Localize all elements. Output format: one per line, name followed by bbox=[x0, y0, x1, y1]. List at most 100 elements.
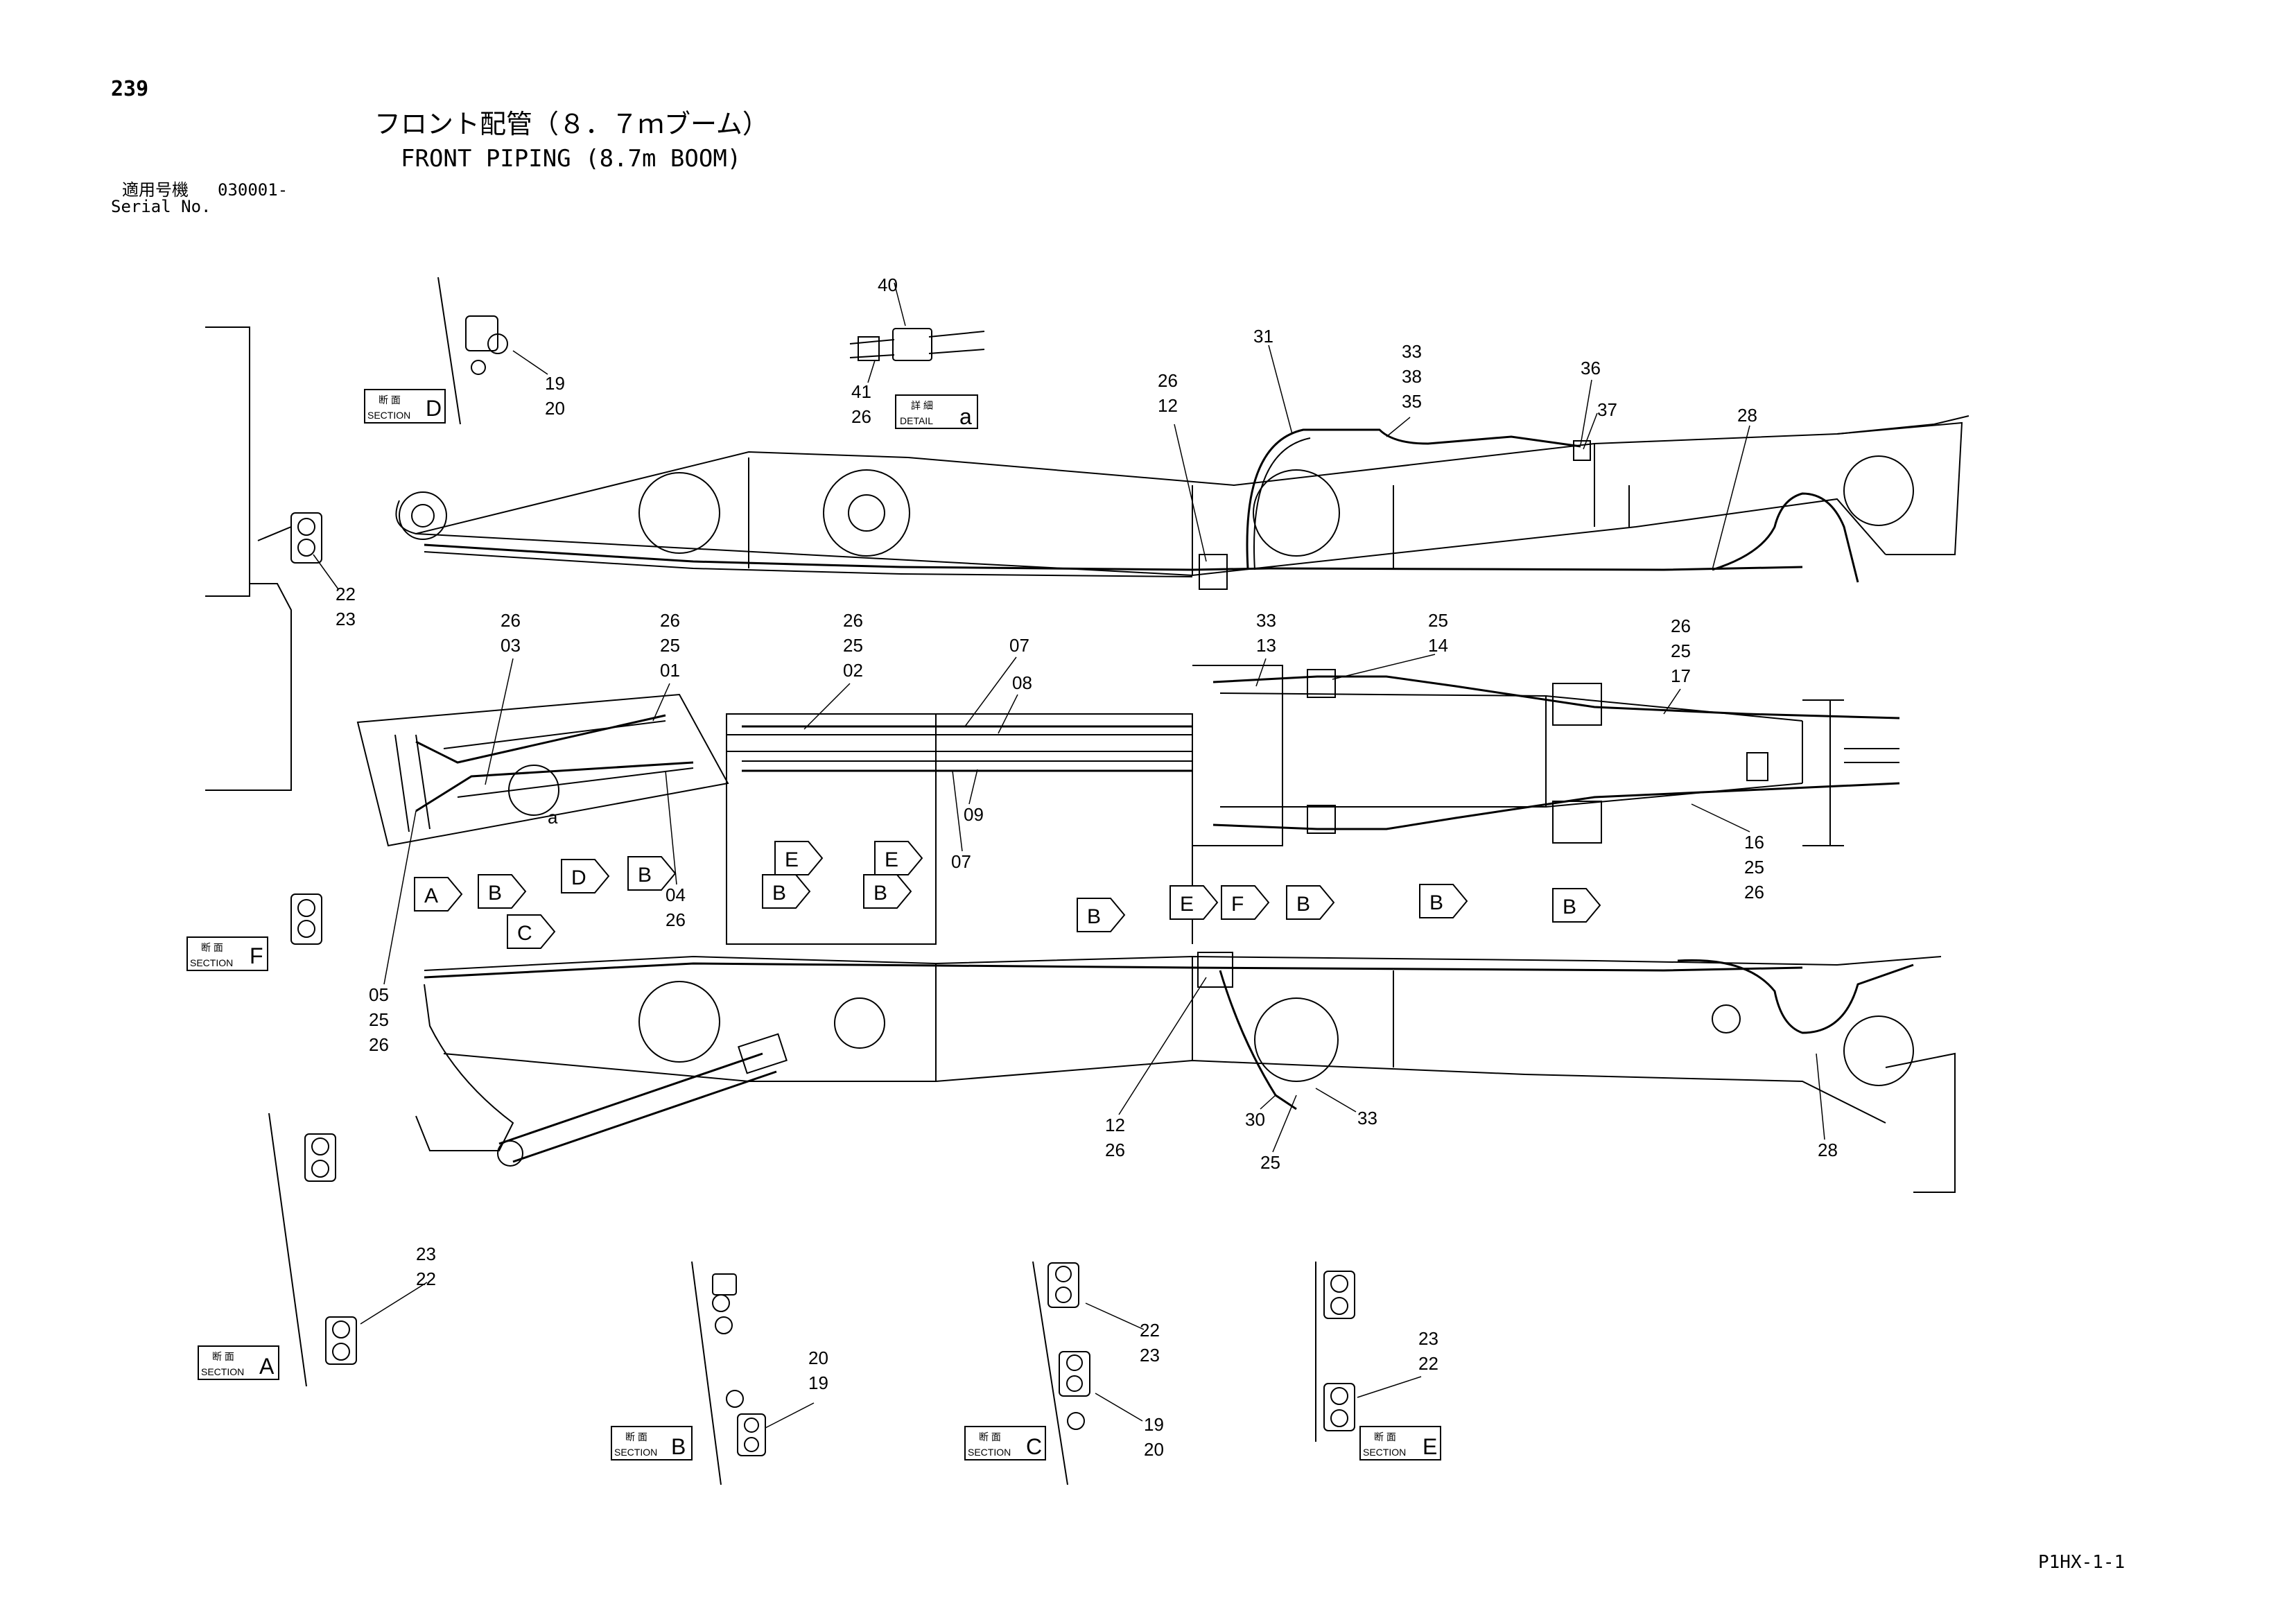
svg-text:断 面: 断 面 bbox=[1374, 1431, 1396, 1442]
svg-text:断 面: 断 面 bbox=[979, 1431, 1001, 1442]
svg-text:E: E bbox=[785, 848, 799, 871]
callout-33-mid: 33 bbox=[1256, 610, 1276, 631]
callout-22-sec-c: 22 bbox=[1140, 1320, 1160, 1341]
svg-text:D: D bbox=[426, 396, 442, 421]
svg-text:B: B bbox=[638, 864, 652, 887]
callout-23-sec-a: 23 bbox=[416, 1244, 436, 1264]
section-tag-b: 断 面 SECTION B bbox=[611, 1426, 693, 1460]
callout-20-sec-b: 20 bbox=[808, 1348, 828, 1368]
callout-40: 40 bbox=[878, 274, 898, 295]
svg-text:A: A bbox=[259, 1354, 275, 1379]
section-c-detail: 22 23 19 20 bbox=[1032, 1261, 1164, 1485]
view-arrow-b4: B bbox=[863, 874, 912, 909]
callout-17: 17 bbox=[1671, 665, 1691, 686]
callout-23-sec-c: 23 bbox=[1140, 1345, 1160, 1366]
serial-label-jp: 適用号機 bbox=[122, 180, 189, 200]
callout-12-top: 12 bbox=[1158, 395, 1178, 416]
boom-plan-view: 26 03 26 25 01 26 25 02 07 08 33 13 25 1… bbox=[356, 610, 1900, 945]
section-tag-c: 断 面 SECTION C bbox=[964, 1426, 1046, 1460]
svg-text:SECTION: SECTION bbox=[614, 1447, 657, 1458]
section-tag-e: 断 面 SECTION E bbox=[1359, 1426, 1441, 1460]
callout-08: 08 bbox=[1012, 672, 1032, 693]
detail-tag-a: 詳 細 DETAIL a bbox=[895, 394, 978, 429]
callout-26-bot: 26 bbox=[369, 1034, 389, 1055]
callout-26-mid-a: 26 bbox=[501, 610, 521, 631]
view-arrow-e3: E bbox=[1169, 885, 1219, 920]
svg-text:B: B bbox=[873, 882, 887, 905]
callout-37: 37 bbox=[1597, 399, 1617, 420]
detail-a-fitting: 40 41 26 bbox=[849, 274, 985, 427]
boom-bottom-view: 05 25 26 12 26 30 25 33 28 bbox=[369, 810, 1956, 1193]
title-japanese: フロント配管（８．７ｍブーム） bbox=[374, 109, 769, 139]
callout-22-sec-a: 22 bbox=[416, 1268, 436, 1289]
svg-text:B: B bbox=[1563, 896, 1576, 918]
svg-text:B: B bbox=[772, 882, 786, 905]
svg-text:SECTION: SECTION bbox=[201, 1366, 244, 1377]
section-e-detail: 23 22 bbox=[1315, 1262, 1438, 1442]
callout-31: 31 bbox=[1253, 326, 1273, 347]
svg-text:DETAIL: DETAIL bbox=[900, 415, 933, 426]
section-b-detail: 20 19 bbox=[691, 1261, 828, 1485]
svg-text:SECTION: SECTION bbox=[968, 1447, 1011, 1458]
svg-text:E: E bbox=[1180, 893, 1194, 916]
svg-text:a: a bbox=[959, 404, 972, 429]
callout-41: 41 bbox=[851, 381, 871, 402]
svg-text:断 面: 断 面 bbox=[201, 942, 223, 953]
svg-text:断 面: 断 面 bbox=[625, 1431, 647, 1442]
svg-text:B: B bbox=[671, 1434, 686, 1459]
callout-23: 23 bbox=[336, 609, 356, 629]
callout-13: 13 bbox=[1256, 635, 1276, 656]
svg-text:詳 細: 詳 細 bbox=[911, 400, 933, 411]
svg-text:SECTION: SECTION bbox=[1363, 1447, 1406, 1458]
page-number: 239 bbox=[111, 77, 148, 101]
title-english: FRONT PIPING (8.7m BOOM) bbox=[401, 145, 741, 173]
callout-04: 04 bbox=[666, 884, 686, 905]
svg-text:A: A bbox=[424, 884, 438, 907]
view-arrow-a: A bbox=[414, 877, 463, 912]
view-arrow-b5: B bbox=[1077, 898, 1126, 932]
callout-38: 38 bbox=[1402, 366, 1422, 387]
serial-label-en: Serial No. bbox=[111, 197, 211, 216]
callout-16: 16 bbox=[1744, 832, 1764, 853]
section-f-detail: 22 23 bbox=[205, 326, 356, 945]
boom-top-view: 31 26 12 33 38 35 36 37 28 bbox=[395, 326, 1969, 590]
callout-36: 36 bbox=[1581, 358, 1601, 378]
view-arrows: A B D B C E B E B B E F B B B bbox=[414, 841, 1601, 949]
callout-07-a: 07 bbox=[1009, 635, 1029, 656]
callout-25-bot: 25 bbox=[369, 1009, 389, 1030]
callout-07-b: 07 bbox=[951, 851, 971, 872]
callout-26-mid-e: 26 bbox=[1671, 616, 1691, 636]
callout-22-sec-e: 22 bbox=[1418, 1353, 1438, 1374]
callout-19-sec-b: 19 bbox=[808, 1372, 828, 1393]
view-arrow-e2: E bbox=[874, 841, 923, 875]
svg-text:B: B bbox=[1429, 891, 1443, 914]
callout-25-mid-e: 25 bbox=[1671, 640, 1691, 661]
svg-text:SECTION: SECTION bbox=[367, 410, 410, 421]
view-arrow-c: C bbox=[507, 914, 556, 949]
callout-19: 19 bbox=[545, 373, 565, 394]
callout-12-bot: 12 bbox=[1105, 1115, 1125, 1135]
callout-26-bot-b: 26 bbox=[1105, 1140, 1125, 1160]
view-arrow-d: D bbox=[561, 859, 610, 893]
callout-09: 09 bbox=[964, 804, 984, 825]
callout-26-mid-g: 26 bbox=[1744, 882, 1764, 902]
section-tag-f: 断 面 SECTION F bbox=[186, 936, 268, 971]
svg-text:F: F bbox=[250, 943, 263, 968]
callout-25-mid-d: 25 bbox=[1428, 610, 1448, 631]
svg-text:B: B bbox=[1296, 893, 1310, 916]
view-arrow-e: E bbox=[774, 841, 824, 875]
svg-text:SECTION: SECTION bbox=[190, 957, 233, 968]
svg-text:断 面: 断 面 bbox=[212, 1351, 234, 1362]
view-arrow-b2: B bbox=[627, 856, 677, 891]
serial-value: 030001- bbox=[218, 180, 288, 200]
callout-01: 01 bbox=[660, 660, 680, 681]
callout-30: 30 bbox=[1245, 1109, 1265, 1130]
callout-33-top: 33 bbox=[1402, 341, 1422, 362]
view-arrow-b6: B bbox=[1286, 885, 1335, 920]
callout-26-mid-f: 26 bbox=[666, 909, 686, 930]
callout-25-bot-b: 25 bbox=[1260, 1152, 1280, 1173]
callout-25-mid-g: 25 bbox=[1744, 857, 1764, 878]
callout-35: 35 bbox=[1402, 391, 1422, 412]
svg-text:D: D bbox=[571, 866, 586, 889]
